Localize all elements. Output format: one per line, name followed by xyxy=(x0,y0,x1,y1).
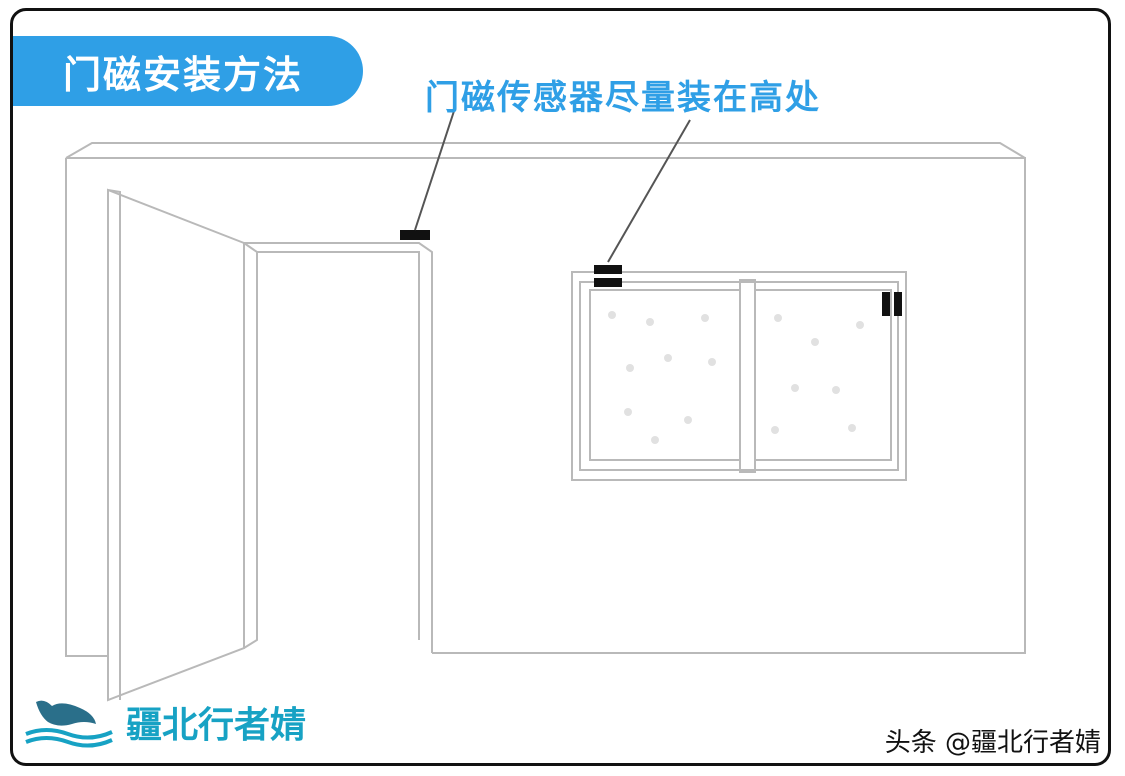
window-sill xyxy=(572,469,906,481)
door-frame xyxy=(244,242,433,653)
leader-line-window xyxy=(607,119,691,263)
frame-border xyxy=(10,8,1111,766)
window-sensor-side-2 xyxy=(894,292,902,316)
door-sensor xyxy=(400,230,430,240)
page-title: 门磁安装方法 xyxy=(63,52,304,97)
leader-line-door xyxy=(414,107,456,231)
wall-outline xyxy=(66,157,1026,654)
sensor-callout: 门磁传感器尽量装在高处 xyxy=(425,78,821,118)
door-frame-inner xyxy=(243,242,420,640)
brand-name: 疆北行者婧 xyxy=(126,705,307,746)
leader-lines xyxy=(414,107,691,263)
window xyxy=(571,271,907,481)
title-tab: 门磁安装方法 xyxy=(13,36,363,106)
window-sensor-side-1 xyxy=(882,292,890,316)
open-door xyxy=(107,188,245,702)
open-door-edge xyxy=(107,189,121,700)
window-sensor-top xyxy=(594,265,622,274)
window-mullion xyxy=(739,279,756,473)
whale-wave-logo-icon xyxy=(25,700,113,748)
window-sensor-bottom xyxy=(594,278,622,287)
sensors xyxy=(400,230,902,316)
watermark: 头条 @疆北行者婧 xyxy=(884,728,1101,758)
door-jamb-left xyxy=(243,243,258,649)
wall-top-ledge xyxy=(65,142,1026,159)
glass-texture xyxy=(608,311,864,444)
brand: 疆北行者婧 xyxy=(22,694,306,750)
wall-left-edge xyxy=(65,158,108,657)
